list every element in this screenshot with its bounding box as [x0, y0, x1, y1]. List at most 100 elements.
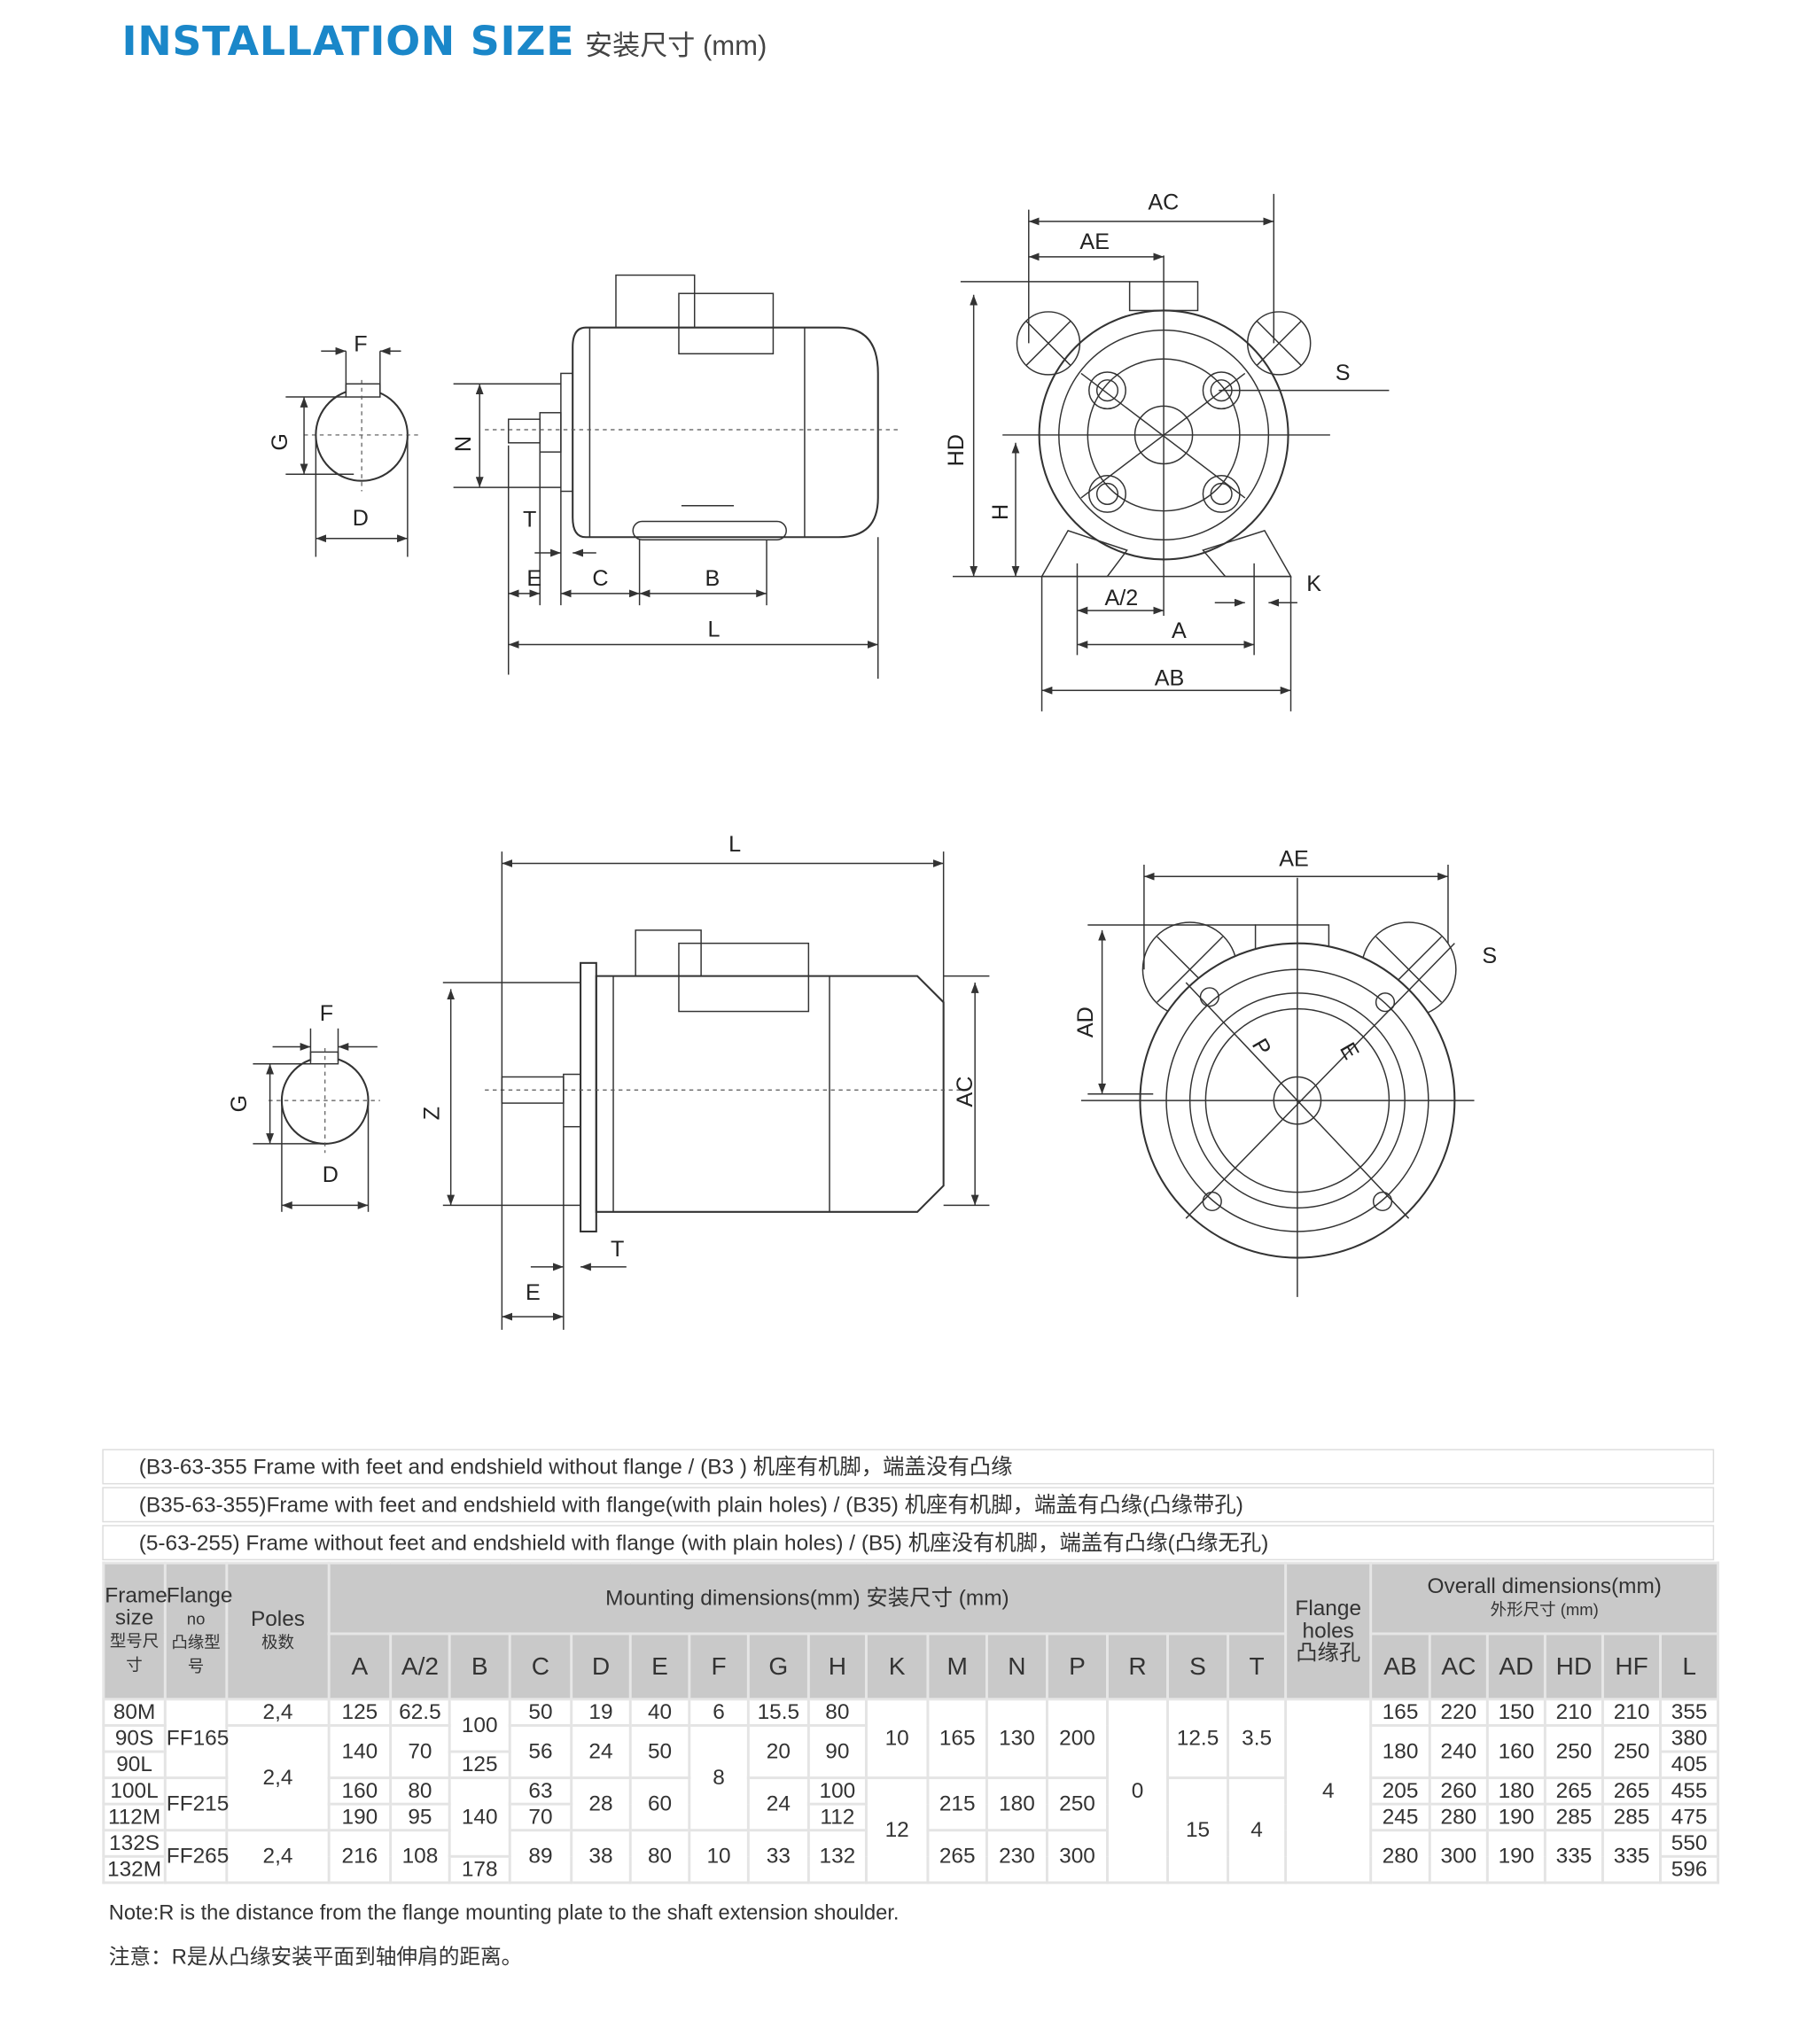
mounting-type-b3: (B3-63-355 Frame with feet and endshield… [102, 1449, 1715, 1485]
cell-hf: 210 [1601, 1698, 1663, 1727]
cell-hf: 265 [1601, 1776, 1663, 1806]
column-header-ad: AD [1485, 1632, 1546, 1701]
cell-h: 80 [806, 1698, 868, 1727]
header-mounting-dimensions: Mounting dimensions(mm) 安装尺寸 (mm) [327, 1561, 1288, 1636]
column-header-p: P [1046, 1632, 1109, 1701]
label-AC: AC [953, 1076, 978, 1107]
cell-l: 596 [1659, 1854, 1720, 1885]
cell-g: 24 [746, 1776, 810, 1832]
cell-a: 190 [327, 1802, 393, 1832]
cell-s: 12.5 [1166, 1698, 1230, 1780]
column-header-b: B [448, 1632, 511, 1701]
cell-m: 265 [926, 1829, 988, 1885]
label-A: A [1172, 618, 1187, 643]
column-header-m: M [926, 1632, 988, 1701]
cell-l: 455 [1659, 1776, 1720, 1806]
cell-ac: 260 [1428, 1776, 1489, 1806]
shaft-section-top: F G D [268, 331, 420, 557]
motor-end-view-b35: AC AE HD H S K A/2 A AB [944, 190, 1390, 711]
cell-m: 165 [926, 1698, 988, 1780]
cell-a-2: 62.5 [389, 1698, 451, 1727]
cell-h: 112 [806, 1802, 868, 1832]
cell-g: 20 [746, 1723, 810, 1780]
cell-l: 475 [1659, 1802, 1720, 1832]
cell-flange: FF265 [163, 1829, 229, 1885]
cell-hd: 285 [1543, 1802, 1604, 1832]
column-header-h: H [806, 1632, 868, 1701]
cell-d: 24 [570, 1723, 632, 1780]
cell-e: 50 [628, 1723, 691, 1780]
column-header-g: G [746, 1632, 810, 1701]
cell-ad: 150 [1485, 1698, 1546, 1727]
cell-k: 12 [864, 1776, 930, 1885]
installation-drawings: F G D N T E C B L [227, 190, 1497, 1330]
cell-l: 380 [1659, 1723, 1720, 1753]
cell-d: 38 [570, 1829, 632, 1885]
cell-hf: 335 [1601, 1829, 1663, 1885]
cell-hf: 250 [1601, 1723, 1663, 1780]
cell-a-2: 70 [389, 1723, 451, 1780]
cell-c: 56 [508, 1723, 573, 1780]
label-AC: AC [1148, 190, 1179, 215]
cell-ab: 165 [1369, 1698, 1431, 1727]
column-header-e: E [628, 1632, 691, 1701]
label-L: L [707, 618, 720, 642]
label-A-half: A/2 [1105, 586, 1139, 610]
cell-h: 132 [806, 1829, 868, 1885]
cell-t: 4 [1227, 1776, 1288, 1885]
cell-t: 3.5 [1227, 1698, 1288, 1780]
cell-d: 28 [570, 1776, 632, 1832]
cell-n: 180 [985, 1776, 1048, 1832]
cell-a-2: 108 [389, 1829, 451, 1885]
cell-f: 10 [688, 1829, 750, 1885]
cell-hd: 265 [1543, 1776, 1604, 1806]
label-G: G [268, 433, 292, 451]
motor-flange-view-b5: AE AD S P E [1073, 846, 1497, 1297]
label-E: E [526, 566, 541, 591]
cell-c: 70 [508, 1802, 573, 1832]
cell-hf: 285 [1601, 1802, 1663, 1832]
column-header-n: N [985, 1632, 1048, 1701]
label-Z: Z [419, 1107, 444, 1120]
cell-l: 550 [1659, 1829, 1720, 1858]
cell-c: 50 [508, 1698, 573, 1727]
label-AD: AD [1073, 1006, 1098, 1038]
cell-p: 200 [1046, 1698, 1109, 1780]
label-AE: AE [1079, 229, 1110, 254]
cell-p: 300 [1046, 1829, 1109, 1885]
cell-n: 130 [985, 1698, 1048, 1780]
cell-a: 140 [327, 1723, 393, 1780]
cell-b: 178 [448, 1854, 511, 1885]
cell-l: 355 [1659, 1698, 1720, 1727]
cell-frame: 100L [102, 1776, 167, 1806]
cell-ac: 220 [1428, 1698, 1489, 1727]
cell-a: 125 [327, 1698, 393, 1727]
cell-b: 100 [448, 1698, 511, 1753]
label-N: N [451, 436, 476, 452]
column-header-s: S [1166, 1632, 1230, 1701]
cell-poles: 2,4 [225, 1698, 331, 1727]
label-C: C [592, 566, 608, 591]
motor-side-view-b5: L Z AC T E [419, 832, 990, 1330]
cell-a: 160 [327, 1776, 393, 1806]
cell-a-2: 80 [389, 1776, 451, 1806]
label-G: G [227, 1095, 252, 1113]
cell-b: 125 [448, 1750, 511, 1780]
cell-hd: 250 [1543, 1723, 1604, 1780]
cell-frame: 132M [102, 1854, 167, 1885]
cell-ab: 180 [1369, 1723, 1431, 1780]
label-B: B [705, 566, 721, 591]
mounting-type-b5: (5-63-255) Frame without feet and endshi… [102, 1525, 1715, 1561]
cell-flange: FF215 [163, 1776, 229, 1832]
column-header-k: K [864, 1632, 930, 1701]
cell-hd: 210 [1543, 1698, 1604, 1727]
